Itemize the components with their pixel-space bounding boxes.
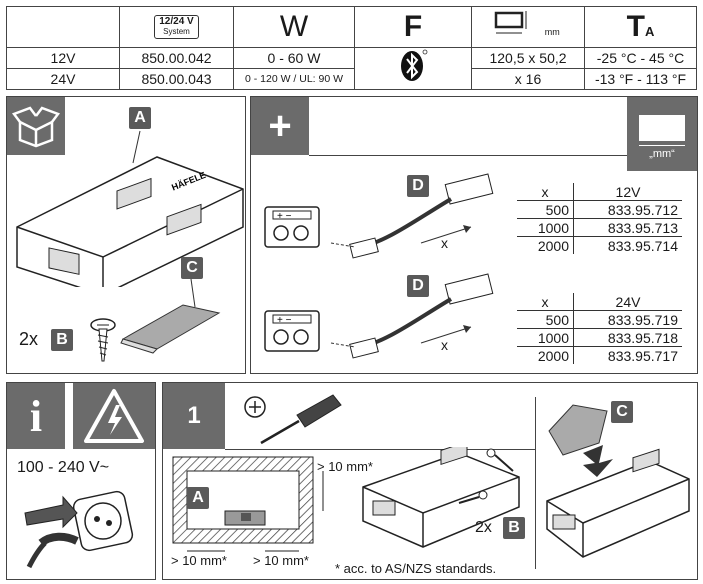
row1-dims: 120,5 x 50,2 [471,47,585,69]
row1-voltage: 12V [6,47,120,69]
info-panel: i 100 - 240 V~ [6,382,156,580]
mm-label: „mm“ [649,147,675,160]
x-label-bottom: x [441,337,448,353]
connector-12v-icon: + − [264,206,320,248]
system-badge: 12/24 V [159,16,194,27]
high-voltage-warning-icon [84,389,144,443]
step1-header-strip [225,383,535,450]
label-c: C [181,257,203,279]
contents-panel: A HÄFELE C 2x B [6,96,246,374]
mm-tile: „mm“ [627,97,697,171]
row2-watt: 0 - 120 W / UL: 90 W [233,68,355,90]
peel-adhesive-illustration [546,404,690,558]
step-number: 1 [163,383,225,449]
qty-b-step1: 2x [475,519,492,536]
accessories-panel: + „mm“ + − + − D D x x [250,96,698,374]
step1-divider [535,397,536,569]
temp-header-sub: A [644,24,655,39]
screwdriver-icon [244,394,342,445]
system-header-cell: 12/24 V System [119,6,234,48]
box-icon-tile [7,97,65,155]
row2-part: 850.00.043 [119,68,234,90]
temp-header: T [626,10,645,43]
dimension-unit: mm [544,26,560,37]
function-header-cell: F [354,6,472,48]
system-badge-sub: System [163,27,190,36]
dimension-icon [495,10,527,33]
row1-watt: 0 - 60 W [233,47,355,69]
gap-top: > 10 mm* [317,459,373,474]
bluetooth-cell [354,47,472,90]
svg-text:+ −: + − [277,211,292,222]
watt-header: W [233,6,355,48]
footnote: * acc. to AS/NZS standards. [335,561,497,576]
row2-temp: -13 °F - 113 °F [584,68,697,90]
temp-header-cell: TA [584,6,697,48]
high-voltage-tile [73,383,155,449]
label-a-step1: A [187,487,209,509]
svg-text:+ −: + − [277,315,292,326]
label-b: B [51,329,73,351]
info-icon: i [7,383,65,449]
cable-12v-illustration [330,173,494,259]
label-d-top: D [407,175,429,197]
driver-screw-mount-illustration [362,447,520,548]
bluetooth-icon [401,49,428,81]
spec-table: 12/24 V System W F mm TA 12V 850.00.042 … [6,6,697,90]
gap-right: > 10 mm* [253,553,309,568]
driver-illustration: HÄFELE [16,130,244,287]
unplug-illustration [24,490,134,569]
dimension-header-cell: mm [471,6,585,48]
label-a: A [129,107,151,129]
function-header: F [403,10,423,43]
step1-panel: 1 A > 10 mm* > 10 mm* > 10 mm* [162,382,698,580]
gap-left: > 10 mm* [171,553,227,568]
mm-box-icon [639,114,685,141]
qty-b: 2x [19,329,39,349]
row1-part: 850.00.042 [119,47,234,69]
label-b-step1: B [503,517,525,539]
row1-temp: -25 °C - 45 °C [584,47,697,69]
label-d-bottom: D [407,275,429,297]
label-c-step1: C [611,401,633,423]
adhesive-pad-illustration [120,278,221,354]
connector-24v-icon: + − [264,310,320,352]
screw-icon [90,318,116,362]
plus-tile: + [251,97,309,155]
cable-24v-illustration [330,273,494,359]
blank-header-cell [6,6,120,48]
package-icon [12,106,60,148]
voltage-range: 100 - 240 V~ [17,459,110,476]
row2-dims: x 16 [471,68,585,90]
accessories-header-strip [309,97,627,156]
row2-voltage: 24V [6,68,120,90]
x-label-top: x [441,235,448,251]
